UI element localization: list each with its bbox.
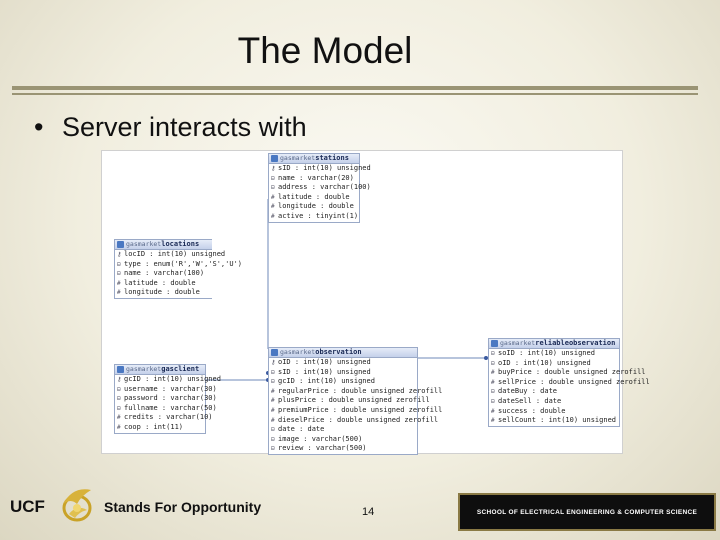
table-row: ⊟image : varchar(500) bbox=[271, 434, 363, 443]
table-icon bbox=[271, 349, 278, 356]
table-row: #dieselPrice : double unsigned zerofill bbox=[271, 415, 439, 424]
table-row: #credits : varchar(10) bbox=[117, 413, 213, 422]
table-row: #latitude : double bbox=[117, 278, 196, 287]
table-row: ⊟type : enum('R','W','S','U') bbox=[117, 259, 243, 268]
bullet-text: Server interacts with bbox=[62, 112, 307, 142]
table-row: ⊟oID : int(10) unsigned bbox=[491, 358, 591, 367]
page-number: 14 bbox=[362, 506, 375, 518]
footer-tagline: Stands For Opportunity bbox=[104, 499, 262, 515]
table-row: ⚷oID : int(10) unsigned bbox=[271, 358, 371, 366]
table-row: #latitude : double bbox=[271, 192, 350, 201]
table-row: #longitude : double bbox=[117, 288, 200, 297]
bullet-dot-icon: • bbox=[34, 112, 44, 142]
table-row: ⊟password : varchar(30) bbox=[117, 394, 217, 403]
table-row: #sellCount : int(10) unsigned bbox=[491, 416, 617, 425]
table-row: #plusPrice : double unsigned zerofill bbox=[271, 396, 430, 405]
table-row: ⊟username : varchar(30) bbox=[117, 384, 217, 393]
table-icon bbox=[117, 241, 124, 248]
table-row: #premiumPrice : double unsigned zerofill bbox=[271, 405, 443, 414]
table-row: ⊟review : varchar(500) bbox=[271, 444, 367, 453]
table-row: #sellPrice : double unsigned zerofill bbox=[491, 377, 650, 386]
relation-endpoint-dot bbox=[484, 356, 488, 360]
table-row: ⊟address : varchar(100) bbox=[271, 183, 371, 192]
table-row: ⊟dateSell : date bbox=[491, 396, 562, 405]
ucf-logo: UCF bbox=[10, 497, 45, 516]
table-row: ⚷gcID : int(10) unsigned bbox=[117, 375, 221, 383]
table-row: ⊟date : date bbox=[271, 425, 325, 434]
title-divider-thin bbox=[12, 93, 698, 95]
table-icon bbox=[271, 155, 278, 162]
table-row: #success : double bbox=[491, 406, 566, 415]
table-row: #longitude : double bbox=[271, 202, 354, 211]
table-row: ⊟name : varchar(100) bbox=[117, 269, 205, 278]
title-divider-thick bbox=[12, 86, 698, 90]
bullet-item: • Server interacts with bbox=[34, 112, 307, 143]
slide-title: The Model bbox=[237, 30, 413, 71]
table-row: #regularPrice : double unsigned zerofill bbox=[271, 386, 443, 395]
school-banner: SCHOOL OF ELECTRICAL ENGINEERING & COMPU… bbox=[458, 493, 716, 531]
table-row: ⊟gcID : int(10) unsigned bbox=[271, 377, 375, 386]
table-row: ⊟dateBuy : date bbox=[491, 387, 558, 396]
table-row: #active : tinyint(1) bbox=[271, 211, 359, 220]
table-row: #coop : int(11) bbox=[117, 422, 184, 431]
table-row: ⚷locID : int(10) unsigned bbox=[117, 250, 226, 258]
table-row: ⊟soID : int(10) unsigned bbox=[491, 349, 595, 357]
table-icon bbox=[491, 340, 498, 347]
table-row: #buyPrice : double unsigned zerofill bbox=[491, 368, 646, 377]
table-row: ⊟sID : int(10) unsigned bbox=[271, 367, 371, 376]
table-row: ⚷sID : int(10) unsigned bbox=[271, 164, 371, 172]
table-row: ⊟name : varchar(20) bbox=[271, 173, 354, 182]
table-row: ⊟fullname : varchar(50) bbox=[117, 403, 217, 412]
pegasus-logo-icon bbox=[62, 489, 92, 522]
table-icon bbox=[117, 366, 124, 373]
